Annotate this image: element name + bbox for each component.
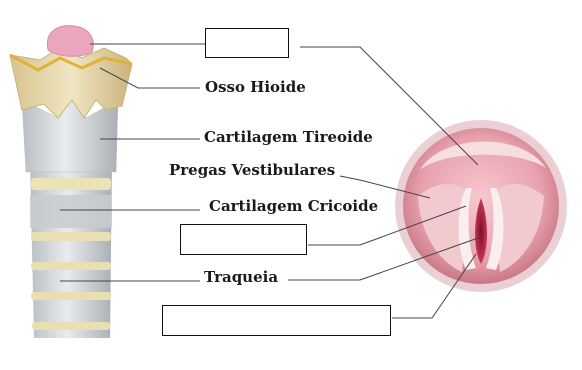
label-thyroid: Cartilagem Tireoide [204,128,373,146]
cricoid-cartilage [30,195,112,228]
label-cricoid: Cartilagem Cricoide [209,197,378,215]
larynx-illustration [10,26,132,338]
blank-box-middle[interactable] [180,224,307,255]
trachea-ring [31,232,111,241]
label-vestibular: Pregas Vestibulares [169,161,335,179]
epiglottis [47,26,93,57]
trachea-ring [31,262,111,270]
blank-box-top[interactable] [205,28,289,58]
vocal-folds-view [395,120,567,292]
trachea-ring [31,178,111,190]
label-hyoid: Osso Hioide [205,78,306,96]
trachea-ring [32,322,110,330]
blank-box-bottom[interactable] [162,305,391,336]
label-trachea: Traqueia [204,268,278,286]
trachea-ring [31,292,111,300]
thyroid-cartilage [22,98,118,172]
